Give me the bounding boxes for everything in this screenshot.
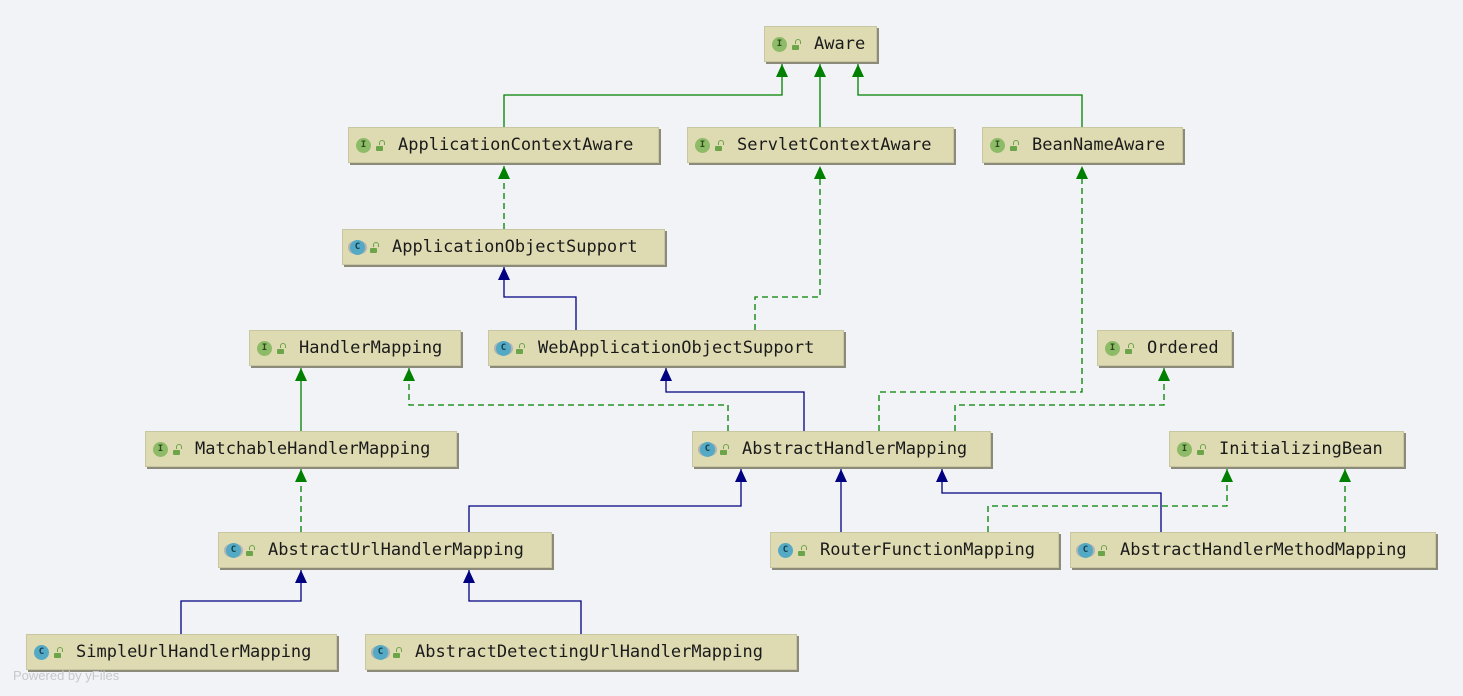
node-label: ApplicationContextAware <box>398 135 634 155</box>
node-label: MatchableHandlerMapping <box>195 439 431 459</box>
arrowhead <box>936 469 948 482</box>
node-abstract-handler-method-mapping[interactable]: C AbstractHandlerMethodMapping <box>1070 532 1436 568</box>
arrowhead <box>735 469 747 482</box>
abstract-class-icon: C <box>700 441 715 457</box>
edge-extends <box>180 570 302 634</box>
node-label: BeanNameAware <box>1032 135 1166 155</box>
edge-extends <box>503 267 577 330</box>
node-ordered[interactable]: I Ordered <box>1097 330 1232 366</box>
node-label: AbstractUrlHandlerMapping <box>268 540 524 560</box>
arrowhead <box>1158 368 1170 381</box>
arrowhead <box>814 166 826 179</box>
node-label: Aware <box>814 34 866 54</box>
arrowhead <box>1221 469 1233 482</box>
public-lock-icon <box>277 342 286 354</box>
edge-extends-interface <box>857 64 1083 127</box>
node-aware[interactable]: I Aware <box>764 26 877 62</box>
interface-icon: I <box>772 36 787 52</box>
node-router-function-mapping[interactable]: C RouterFunctionMapping <box>770 532 1059 568</box>
interface-icon: I <box>695 137 710 153</box>
edge-extends-interface <box>503 64 783 127</box>
interface-icon: I <box>1177 441 1192 457</box>
node-web-application-object-support[interactable]: C WebApplicationObjectSupport <box>488 330 844 366</box>
arrowhead <box>1076 166 1088 179</box>
public-lock-icon <box>1010 139 1019 151</box>
arrowhead <box>295 469 307 482</box>
public-lock-icon <box>715 139 724 151</box>
node-abstract-detecting-url-handler-mapping[interactable]: C AbstractDetectingUrlHandlerMapping <box>365 634 797 670</box>
arrowhead <box>852 64 864 77</box>
arrowhead <box>660 368 672 381</box>
public-lock-icon <box>54 646 63 658</box>
node-label: AbstractHandlerMapping <box>742 439 968 459</box>
public-lock-icon <box>792 38 801 50</box>
abstract-class-icon: C <box>496 340 511 356</box>
abstract-class-icon: C <box>350 239 365 255</box>
edge-implements <box>408 368 729 431</box>
public-lock-icon <box>1125 342 1134 354</box>
node-label: ApplicationObjectSupport <box>392 237 638 257</box>
interface-icon: I <box>153 441 168 457</box>
interface-icon: I <box>257 340 272 356</box>
arrowhead <box>1339 469 1351 482</box>
powered-by-footer: Powered by yFiles <box>13 668 120 683</box>
node-label: Ordered <box>1147 338 1219 358</box>
public-lock-icon <box>798 544 807 556</box>
abstract-class-icon: C <box>373 644 388 660</box>
arrowhead <box>295 368 307 381</box>
node-application-object-support[interactable]: C ApplicationObjectSupport <box>342 229 665 265</box>
interface-icon: I <box>356 137 371 153</box>
node-label: InitializingBean <box>1219 439 1383 459</box>
node-label: AbstractDetectingUrlHandlerMapping <box>415 642 763 662</box>
edge-implements <box>754 166 821 330</box>
node-label: HandlerMapping <box>299 338 443 358</box>
public-lock-icon <box>720 443 729 455</box>
node-matchable-handler-mapping[interactable]: I MatchableHandlerMapping <box>145 431 457 467</box>
arrowhead <box>776 64 788 77</box>
public-lock-icon <box>1098 544 1107 556</box>
class-icon: C <box>778 542 793 558</box>
node-simple-url-handler-mapping[interactable]: C SimpleUrlHandlerMapping <box>26 634 337 670</box>
node-handler-mapping[interactable]: I HandlerMapping <box>249 330 461 366</box>
node-label: ServletContextAware <box>737 135 932 155</box>
public-lock-icon <box>376 139 385 151</box>
public-lock-icon <box>173 443 182 455</box>
node-abstract-url-handler-mapping[interactable]: C AbstractUrlHandlerMapping <box>218 532 552 568</box>
interface-icon: I <box>1105 340 1120 356</box>
edge-extends <box>941 469 1162 532</box>
node-bean-name-aware[interactable]: I BeanNameAware <box>982 127 1183 163</box>
arrowhead <box>463 570 475 583</box>
public-lock-icon <box>393 646 402 658</box>
node-label: AbstractHandlerMethodMapping <box>1120 540 1407 560</box>
node-abstract-handler-mapping[interactable]: C AbstractHandlerMapping <box>692 431 991 467</box>
edge-implements <box>954 368 1165 431</box>
abstract-class-icon: C <box>1078 542 1093 558</box>
node-label: WebApplicationObjectSupport <box>538 338 815 358</box>
public-lock-icon <box>246 544 255 556</box>
abstract-class-icon: C <box>226 542 241 558</box>
public-lock-icon <box>1197 443 1206 455</box>
public-lock-icon <box>516 342 525 354</box>
arrowhead <box>498 267 510 280</box>
interface-icon: I <box>990 137 1005 153</box>
edge-extends <box>665 368 805 431</box>
edge-extends <box>468 469 742 532</box>
edge-extends <box>468 570 582 634</box>
node-label: SimpleUrlHandlerMapping <box>76 642 312 662</box>
arrowhead <box>295 570 307 583</box>
arrowhead <box>403 368 415 381</box>
edge-implements <box>878 166 1083 431</box>
arrowhead <box>498 166 510 179</box>
arrowhead <box>814 64 826 77</box>
public-lock-icon <box>370 241 379 253</box>
node-initializing-bean[interactable]: I InitializingBean <box>1169 431 1404 467</box>
node-application-context-aware[interactable]: I ApplicationContextAware <box>348 127 659 163</box>
edge-implements <box>987 469 1228 532</box>
node-servlet-context-aware[interactable]: I ServletContextAware <box>687 127 954 163</box>
node-label: RouterFunctionMapping <box>820 540 1035 560</box>
class-icon: C <box>34 644 49 660</box>
arrowhead <box>835 469 847 482</box>
